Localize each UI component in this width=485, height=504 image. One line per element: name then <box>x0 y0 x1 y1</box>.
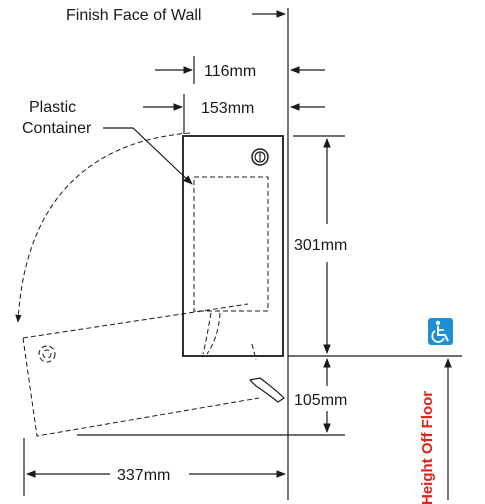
dim-301-label: 301mm <box>294 237 347 254</box>
dim-337-label: 337mm <box>117 467 170 484</box>
opened-lock-icon <box>38 345 56 363</box>
container-label: Container <box>22 120 92 137</box>
plastic-container-outline <box>193 176 269 312</box>
dim-116-label: 116mm <box>204 63 256 80</box>
opened-nozzle <box>248 377 285 403</box>
opened-lock-icon-inner <box>42 349 52 359</box>
dim-153-label: 153mm <box>201 100 254 117</box>
swing-arc <box>15 132 191 323</box>
height-off-floor-label: Height Off Floor <box>419 391 436 504</box>
lock-icon <box>251 148 269 166</box>
finish-face-label: Finish Face of Wall <box>66 7 201 24</box>
nozzle-outline <box>202 312 221 355</box>
container-leader-line <box>103 127 193 185</box>
lock-icon-inner <box>254 151 266 163</box>
dim-105-label: 105mm <box>294 392 347 409</box>
dispenser-body <box>182 135 284 357</box>
wheelchair-accessibility-icon <box>428 318 453 345</box>
plastic-label: Plastic <box>29 99 76 116</box>
opened-dispenser-outline <box>22 303 260 437</box>
